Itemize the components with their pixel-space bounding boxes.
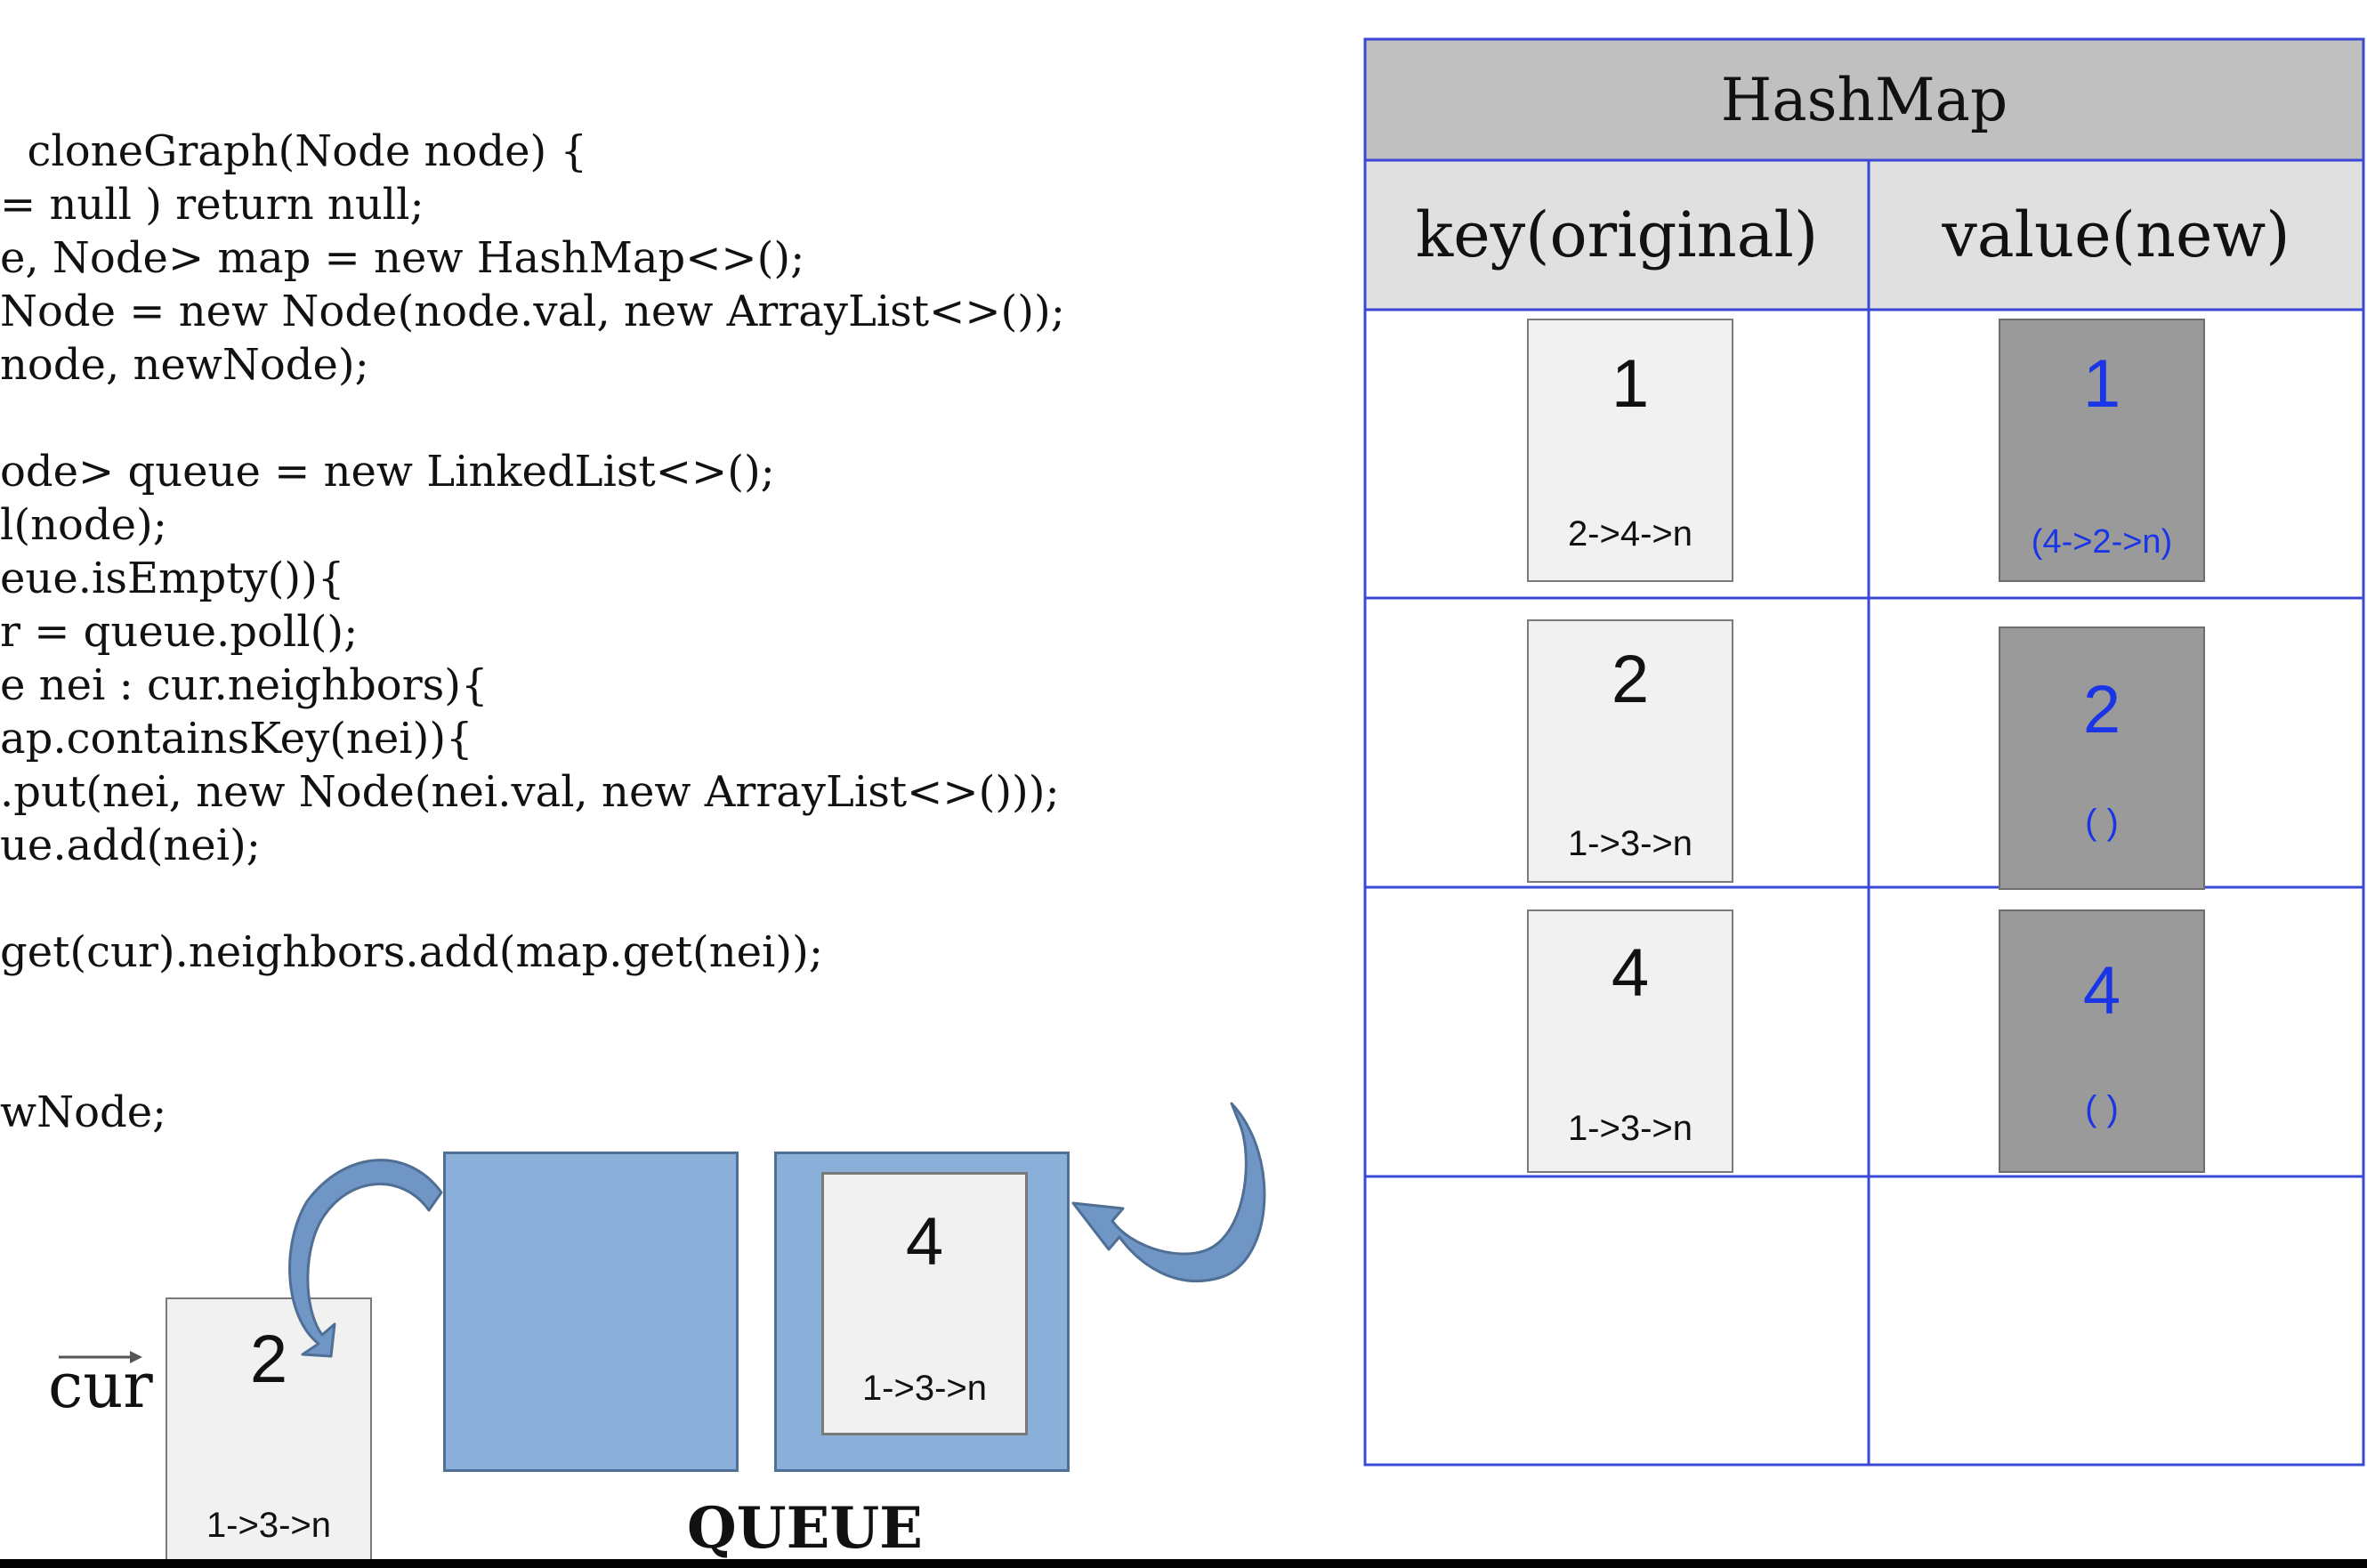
bottom-bar: [0, 1559, 2367, 1568]
code-line: ue.add(nei);: [0, 820, 261, 870]
node-value: 2: [249, 1321, 288, 1397]
code-line: e nei : cur.neighbors){: [0, 660, 489, 710]
node-value: 4: [1611, 935, 1650, 1011]
queue-label: QUEUE: [687, 1495, 923, 1562]
node-neighbors: ( ): [2085, 1089, 2119, 1128]
code-line: wNode;: [0, 1087, 167, 1137]
node-neighbors: 2->4->n: [1567, 514, 1693, 554]
value-node-card: 4 ( ): [1999, 909, 2205, 1173]
code-line: .put(nei, new Node(nei.val, new ArrayLis…: [0, 767, 1060, 817]
cur-node-card: 2 1->3->n: [166, 1297, 372, 1561]
queue-node-card: 4 1->3->n: [821, 1172, 1028, 1435]
code-listing: cloneGraph(Node node) {= null ) return n…: [0, 125, 1065, 1139]
code-line: eue.isEmpty()){: [0, 554, 345, 603]
node-neighbors: (4->2->n): [2031, 523, 2173, 561]
code-line: Node = new Node(node.val, new ArrayList<…: [0, 287, 1065, 336]
key-node-card: 1 2->4->n: [1527, 319, 1733, 582]
value-node-card: 1 (4->2->n): [1999, 319, 2205, 582]
hashmap-title: HashMap: [1720, 65, 2008, 134]
node-neighbors: 1->3->n: [1567, 1109, 1693, 1148]
node-neighbors: 1->3->n: [1567, 824, 1693, 863]
code-line: l(node);: [0, 500, 167, 550]
key-node-card: 4 1->3->n: [1527, 909, 1733, 1173]
code-line: e, Node> map = new HashMap<>();: [0, 233, 805, 283]
node-value: 1: [2082, 346, 2121, 422]
code-line: node, newNode);: [0, 340, 369, 390]
code-line: r = queue.poll();: [0, 607, 359, 657]
code-line: get(cur).neighbors.add(map.get(nei));: [0, 927, 824, 977]
cur-label: cur: [48, 1349, 153, 1422]
code-line: cloneGraph(Node node) {: [0, 126, 587, 176]
node-value: 2: [2082, 672, 2121, 748]
node-value: 1: [1611, 346, 1650, 422]
cur-arrow-icon: [59, 1351, 142, 1363]
node-neighbors: 1->3->n: [861, 1369, 988, 1408]
code-line: ode> queue = new LinkedList<>();: [0, 447, 775, 497]
node-value: 4: [905, 1204, 944, 1280]
node-value: 4: [2082, 953, 2121, 1029]
key-node-card: 2 1->3->n: [1527, 619, 1733, 883]
queue-slot-empty: [443, 1152, 739, 1472]
key-column-header: key(original): [1415, 198, 1819, 271]
queue-slot: 4 1->3->n: [774, 1152, 1070, 1472]
node-neighbors: 1->3->n: [206, 1506, 332, 1545]
value-column-header: value(new): [1942, 198, 2290, 271]
node-value: 2: [1611, 642, 1650, 717]
code-line: = null ) return null;: [0, 180, 424, 230]
value-node-card: 2 ( ): [1999, 626, 2205, 890]
node-neighbors: ( ): [2085, 803, 2119, 842]
code-line: ap.containsKey(nei)){: [0, 714, 473, 764]
